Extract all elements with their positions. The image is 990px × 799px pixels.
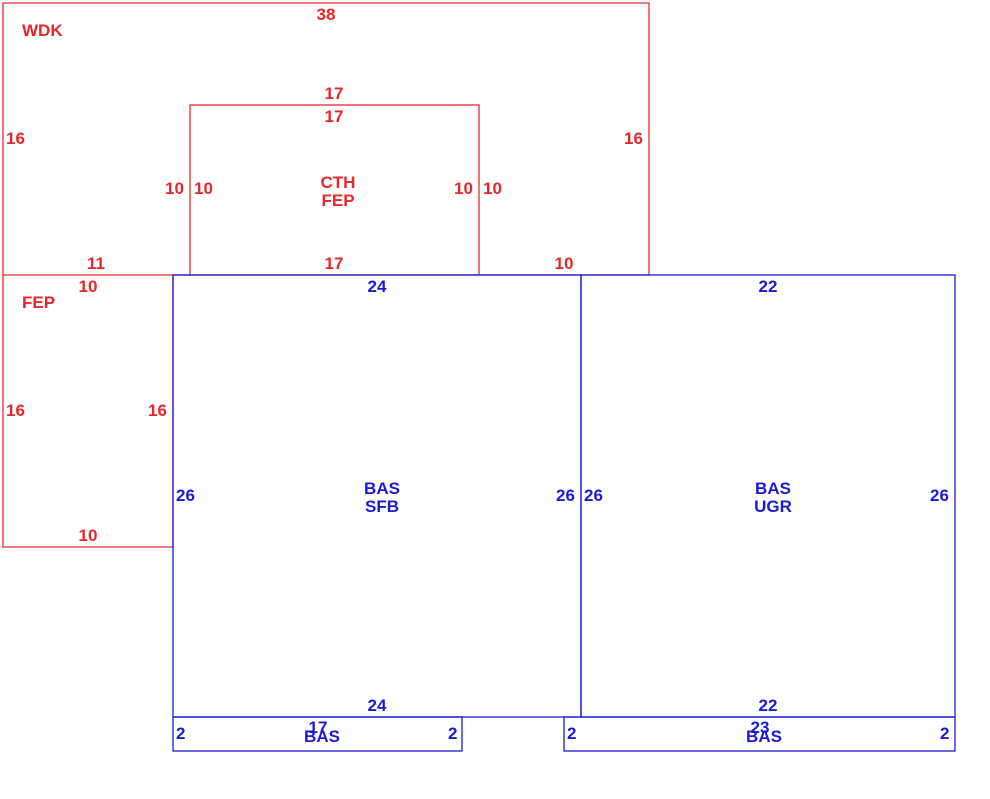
bas-ugr-area-code: BAS <box>755 479 791 498</box>
bas-sfb-right-dimension: 26 <box>556 486 575 505</box>
cth-area-subcode: FEP <box>321 191 355 210</box>
bas-strip-2-right-dimension: 2 <box>940 724 950 743</box>
wdk-top-dimension: 38 <box>316 5 336 24</box>
bas-sfb-top-dimension: 24 <box>367 277 387 296</box>
bas-strip-1-right-dimension: 2 <box>448 724 458 743</box>
bas-ugr-left-dimension: 26 <box>584 486 603 505</box>
fep-right-dimension: 16 <box>148 401 167 420</box>
bas-strip-2-dimension: 23 <box>750 718 770 737</box>
bas-strip-1-area-code: BAS <box>304 727 340 746</box>
bas-sfb-left-dimension: 26 <box>176 486 195 505</box>
bas-ugr-bottom-dimension: 22 <box>758 696 778 715</box>
bas-sfb-bottom-dimension: 24 <box>367 696 387 715</box>
cth-top-inner-dimension: 17 <box>324 107 344 126</box>
wdk-left-dimension: 16 <box>6 129 25 148</box>
wdk-bottom-left-dimension: 11 <box>87 254 105 273</box>
cth-left-inner-dimension: 10 <box>194 179 213 198</box>
cth-right-inner-dimension: 10 <box>454 179 473 198</box>
bas-strip-1-dimension: 17 <box>308 718 328 737</box>
bas-strip-1-outline <box>172 716 463 752</box>
bas-strip-2-outline <box>563 716 956 752</box>
bas-ugr-area-subcode: UGR <box>754 497 792 516</box>
cth-bottom-dimension: 17 <box>324 254 344 273</box>
bas-strip-1-left-dimension: 2 <box>176 724 186 743</box>
bas-strip-2-left-dimension: 2 <box>567 724 577 743</box>
bas-ugr-right-dimension: 26 <box>930 486 949 505</box>
bas-strip-2-area-code: BAS <box>746 727 782 746</box>
cth-area-code: CTH <box>320 173 356 192</box>
wdk-right-dimension: 16 <box>624 129 643 148</box>
bas-sfb-area-code: BAS <box>364 479 400 498</box>
bas-ugr-top-dimension: 22 <box>758 277 778 296</box>
cth-left-outer-dimension: 10 <box>165 179 184 198</box>
fep-bottom-dimension: 10 <box>78 526 98 545</box>
fep-top-dimension: 10 <box>78 277 98 296</box>
wdk-area-code: WDK <box>22 21 63 40</box>
bas-sfb-area-subcode: SFB <box>365 497 399 516</box>
cth-top-outer-dimension: 17 <box>324 84 344 103</box>
fep-left-dimension: 16 <box>6 401 25 420</box>
wdk-bottom-right-dimension: 10 <box>554 254 574 273</box>
cth-right-outer-dimension: 10 <box>483 179 502 198</box>
wdk-outline <box>2 2 650 276</box>
fep-area-code: FEP <box>22 293 56 312</box>
